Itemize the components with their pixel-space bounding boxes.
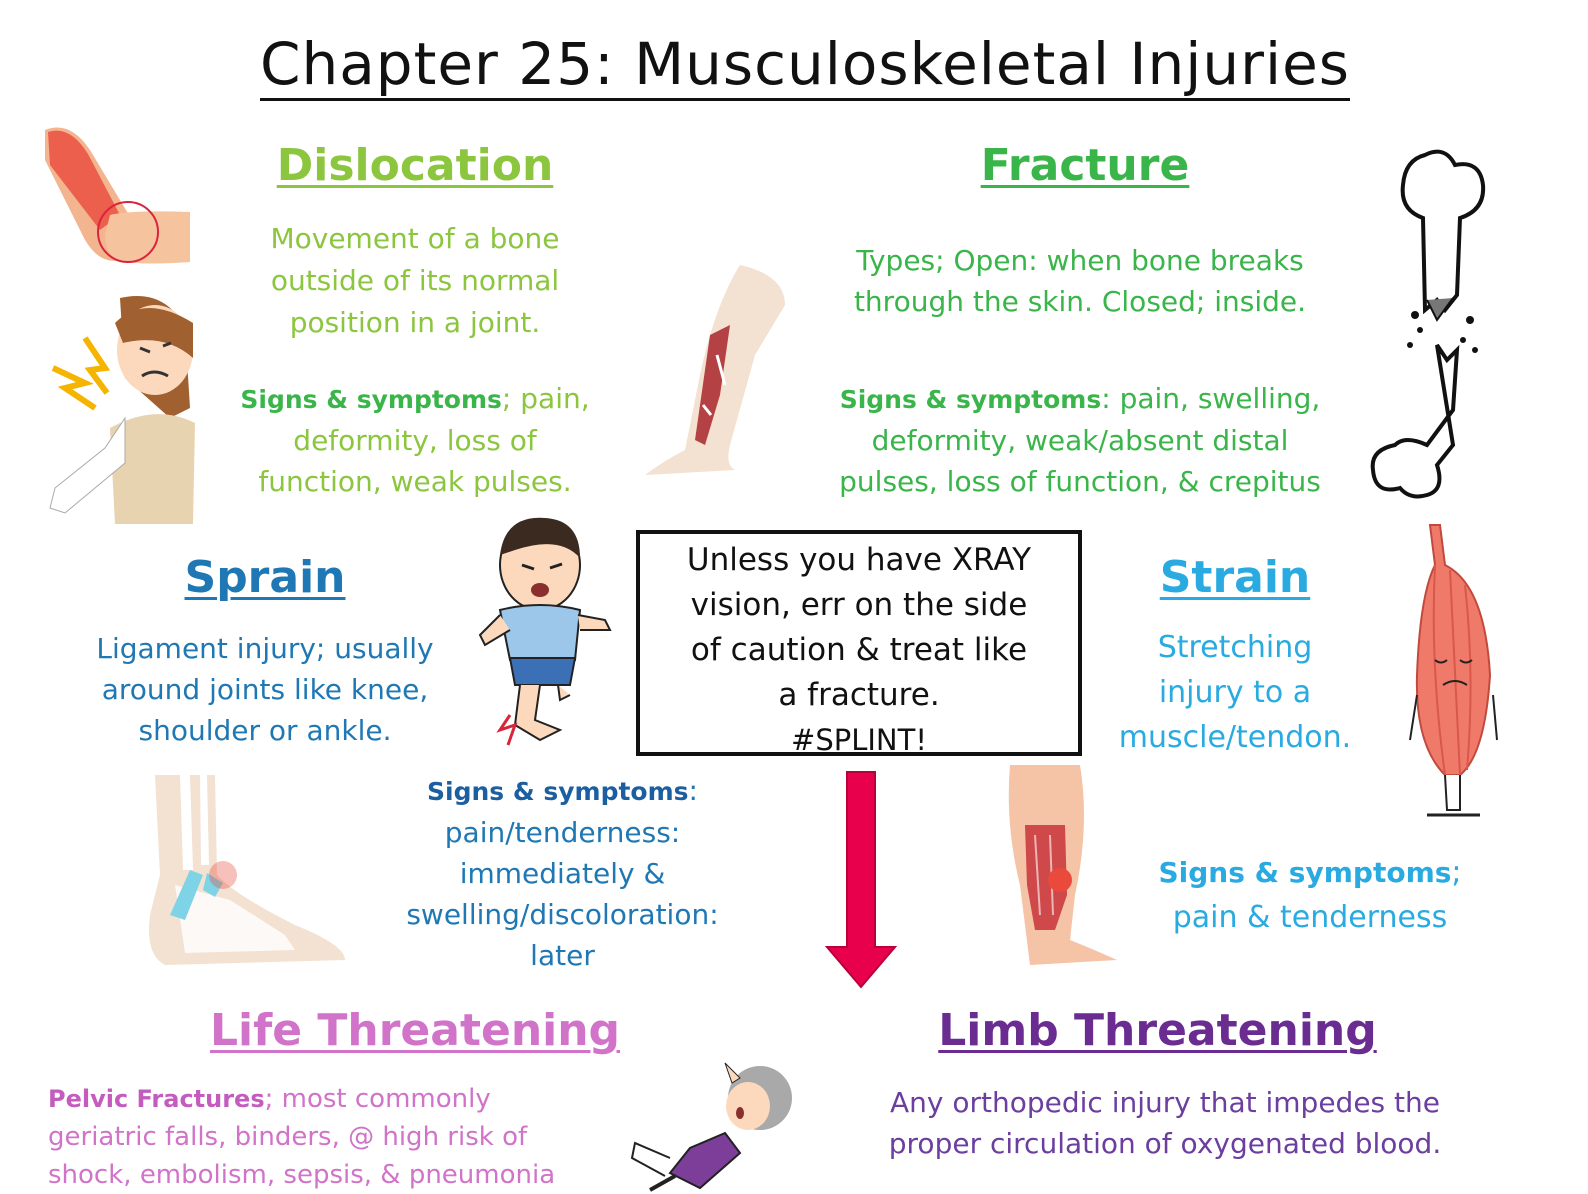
sprain-signs-label: Signs & symptoms bbox=[427, 777, 689, 806]
fracture-definition-line: through the skin. Closed; inside. bbox=[853, 285, 1307, 318]
sad-muscle-icon bbox=[1409, 524, 1498, 817]
sprain-definition-line: shoulder or ankle. bbox=[138, 714, 392, 747]
fracture-signs-label: Signs & symptoms bbox=[839, 385, 1102, 414]
strain-signs-label: Signs & symptoms bbox=[1158, 856, 1452, 889]
fracture-definition: Types; Open: when bone breaks through th… bbox=[790, 240, 1370, 322]
dislocation-definition: Movement of a bone outside of its normal… bbox=[210, 218, 620, 344]
strain-definition-line: muscle/tendon. bbox=[1118, 720, 1352, 755]
dislocation-definition-line: outside of its normal bbox=[270, 264, 560, 297]
dislocation-signs-line: deformity, loss of bbox=[293, 424, 537, 457]
sprain-signs-line: : bbox=[688, 774, 698, 807]
broken-bone-icon bbox=[1370, 149, 1486, 499]
strain-signs-line: pain & tenderness bbox=[1172, 900, 1448, 935]
dislocation-definition-line: position in a joint. bbox=[289, 306, 541, 339]
life-threatening-line: shock, embolism, sepsis, & pneumonia bbox=[48, 1160, 556, 1190]
dislocation-signs-label: Signs & symptoms bbox=[240, 385, 502, 414]
sprain-signs-line: swelling/discoloration: bbox=[406, 898, 719, 931]
pelvic-fractures-label: Pelvic Fractures bbox=[48, 1085, 265, 1113]
callout-line: vision, err on the side bbox=[690, 587, 1028, 623]
callout-hashtag: #SPLINT! bbox=[791, 723, 927, 757]
running-boy-icon bbox=[478, 517, 612, 746]
fracture-signs-line: deformity, weak/absent distal bbox=[871, 424, 1289, 457]
life-threatening-line: geriatric falls, binders, @ high risk of bbox=[48, 1122, 528, 1152]
callout-line: Unless you have XRAY bbox=[686, 542, 1032, 578]
falling-elder-icon bbox=[630, 1062, 792, 1192]
shoulder-pain-woman-icon bbox=[49, 296, 195, 524]
strain-signs: Signs & symptoms; pain & tenderness bbox=[1120, 850, 1500, 940]
sprain-definition-line: Ligament injury; usually bbox=[96, 632, 434, 665]
sprain-signs-line: later bbox=[530, 939, 595, 972]
strain-definition-line: Stretching bbox=[1157, 630, 1313, 665]
dislocation-signs-line: ; pain, bbox=[501, 382, 590, 415]
fracture-signs-line: : pain, swelling, bbox=[1101, 382, 1321, 415]
fracture-heading: Fracture bbox=[980, 140, 1190, 191]
dislocation-signs: Signs & symptoms; pain, deformity, loss … bbox=[205, 378, 625, 502]
sprain-signs-line: pain/tenderness: bbox=[444, 816, 681, 849]
fracture-definition-line: Types; Open: when bone breaks bbox=[856, 244, 1304, 277]
life-threatening-heading: Life Threatening bbox=[209, 1005, 621, 1056]
sprain-heading: Sprain bbox=[184, 552, 346, 603]
calf-strain-icon bbox=[1008, 765, 1117, 965]
page-title: Chapter 25: Musculoskeletal Injuries bbox=[200, 30, 1410, 101]
callout-line: a fracture. bbox=[778, 677, 940, 713]
sprain-signs: Signs & symptoms: pain/tenderness: immed… bbox=[365, 770, 760, 976]
fracture-signs: Signs & symptoms: pain, swelling, deform… bbox=[775, 378, 1385, 502]
down-arrow-icon bbox=[824, 771, 898, 989]
sprain-definition: Ligament injury; usually around joints l… bbox=[55, 628, 475, 751]
dislocation-definition-line: Movement of a bone bbox=[270, 222, 560, 255]
limb-threatening-line: proper circulation of oxygenated blood. bbox=[888, 1127, 1442, 1160]
sprain-signs-line: immediately & bbox=[459, 857, 666, 890]
dislocation-heading: Dislocation bbox=[276, 140, 554, 191]
life-threatening-line: ; most commonly bbox=[264, 1084, 491, 1114]
callout-box: Unless you have XRAY vision, err on the … bbox=[636, 530, 1082, 757]
life-threatening-text: Pelvic Fractures; most commonly geriatri… bbox=[48, 1080, 638, 1194]
strain-heading: Strain bbox=[1159, 552, 1311, 603]
dislocation-signs-line: function, weak pulses. bbox=[258, 465, 572, 498]
callout-line: of caution & treat like bbox=[690, 632, 1028, 668]
ankle-sprain-icon bbox=[149, 775, 345, 965]
fractured-leg-icon bbox=[645, 265, 785, 475]
strain-definition: Stretching injury to a muscle/tendon. bbox=[1090, 625, 1380, 760]
strain-definition-line: injury to a bbox=[1158, 675, 1312, 710]
limb-threatening-line: Any orthopedic injury that impedes the bbox=[889, 1086, 1440, 1119]
elbow-dislocation-icon bbox=[45, 127, 190, 264]
limb-threatening-text: Any orthopedic injury that impedes the p… bbox=[830, 1082, 1500, 1164]
fracture-signs-line: pulses, loss of function, & crepitus bbox=[839, 465, 1321, 498]
sprain-definition-line: around joints like knee, bbox=[101, 673, 429, 706]
strain-signs-line: ; bbox=[1451, 855, 1462, 890]
limb-threatening-heading: Limb Threatening bbox=[938, 1005, 1377, 1056]
